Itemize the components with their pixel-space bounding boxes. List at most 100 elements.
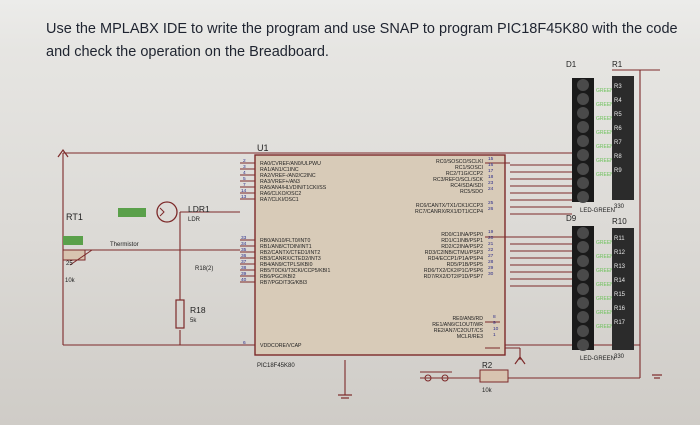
r1-ref: R1 bbox=[612, 60, 623, 69]
r2-value: 10k bbox=[482, 388, 493, 394]
mcu-pin: RB1/AN8/CTDIN/INT1 bbox=[260, 244, 312, 250]
led-tag: GREEN bbox=[596, 240, 614, 246]
led-array-bottom: D9 GREEN GREEN GREEN GREEN GREEN GREEN G… bbox=[566, 214, 634, 362]
mcu-pin-num: 23 bbox=[488, 180, 494, 186]
mcu-pin-num: 25 bbox=[488, 200, 494, 206]
r-label: R15 bbox=[614, 292, 626, 298]
mcu-pin: RD6/TX2/CK2/P1C/PSP6 bbox=[424, 268, 483, 274]
mcu-pin: RD2/C2INA/PSP2 bbox=[441, 244, 483, 250]
mcu-pin: RC6/CANTX/TX1/CK1/CCP3 bbox=[416, 203, 483, 209]
r10-ref: R10 bbox=[612, 217, 627, 226]
mcu-pin: RC4/SDA/SDI bbox=[450, 183, 483, 189]
mcu-pin-num: 16 bbox=[488, 162, 494, 168]
led-tag: GREEN bbox=[596, 88, 614, 94]
mcu-pin-num: 33 bbox=[241, 235, 247, 241]
r-label: R17 bbox=[614, 320, 626, 326]
r-label: R9 bbox=[614, 168, 622, 174]
mcu-pin: RA7/CLKI/OSC1 bbox=[260, 197, 299, 203]
mcu-pin-num: 27 bbox=[488, 253, 494, 259]
led-tag: GREEN bbox=[596, 130, 614, 136]
r-label: R11 bbox=[614, 236, 625, 242]
mcu-pin-num: 35 bbox=[241, 247, 247, 253]
r18-value: 5k bbox=[190, 318, 197, 324]
mcu-pin: RC0/SOSCO/SCLKI bbox=[436, 159, 483, 165]
mcu-pin-num: 28 bbox=[488, 259, 494, 265]
mcu-pin-num: 5 bbox=[243, 176, 246, 182]
led-tag: GREEN bbox=[596, 158, 614, 164]
r-label: R5 bbox=[614, 112, 622, 118]
r-label: R7 bbox=[614, 140, 622, 146]
mcu-pin-num: 26 bbox=[488, 206, 494, 212]
mcu-u1: U1 PIC18F45K80 RA0/CVREF/AN0/ULPWU RA1/A… bbox=[240, 143, 510, 369]
mcu-pin: RC3/REFO/SCL/SCK bbox=[433, 177, 483, 183]
rt1-value: 10k bbox=[65, 278, 76, 284]
mcu-pin: RA2/VREF-/AN2/C2INC bbox=[260, 173, 316, 179]
mcu-pin: RD3/C2INB/CTMU/PSP3 bbox=[425, 250, 483, 256]
mcu-pin: RB5/T0CKI/T3CKI/CCP5/KBI1 bbox=[260, 268, 330, 274]
mcu-pin-num: 2 bbox=[243, 158, 246, 164]
r-label: R6 bbox=[614, 126, 622, 132]
mcu-pin: RE0/AN5/RD bbox=[452, 316, 483, 322]
ldr1-ref: LDR1 bbox=[188, 204, 210, 214]
led-tag: GREEN bbox=[596, 254, 614, 260]
wires bbox=[62, 69, 660, 395]
led-tag: GREEN bbox=[596, 268, 614, 274]
mcu-pin-num: 24 bbox=[488, 186, 494, 192]
led-color: LED-GREEN bbox=[580, 208, 615, 214]
rt1-type: Thermistor bbox=[110, 242, 139, 248]
mcu-pin-num: 4 bbox=[243, 170, 246, 176]
mcu-pin: MCLR/RE3 bbox=[457, 334, 483, 340]
led-array-top: D1 GREEN GREEN GREEN GREEN GREEN GREEN G… bbox=[566, 60, 634, 214]
mcu-pin-num: 3 bbox=[243, 164, 246, 170]
mcu-pin-num: 17 bbox=[488, 168, 494, 174]
mcu-pin: RD7/RX2/DT2/P1D/PSP7 bbox=[424, 274, 484, 280]
mcu-pin-num: 18 bbox=[488, 174, 494, 180]
mcu-pin: RB6/PGC/KBI2 bbox=[260, 274, 296, 280]
led-tag: GREEN bbox=[596, 144, 614, 150]
mcu-pin: RB7/PGD/T3G/KBI3 bbox=[260, 280, 307, 286]
mcu-pin-num: 19 bbox=[488, 229, 494, 235]
mcu-pin-num: 38 bbox=[241, 265, 247, 271]
mcu-pin: RA1/AN1/C1INC bbox=[260, 167, 299, 173]
mcu-pin: RA0/CVREF/AN0/ULPWU bbox=[260, 161, 321, 167]
mcu-pin: RC1/SOSCI bbox=[455, 165, 483, 171]
r-label: R8 bbox=[614, 154, 622, 160]
res-value: 330 bbox=[614, 354, 625, 360]
question-text: Use the MPLABX IDE to write the program … bbox=[46, 21, 678, 60]
rt1-thermistor: RT1 25 10k Thermistor bbox=[62, 212, 139, 284]
mcu-pin-num: 7 bbox=[243, 182, 246, 188]
mcu-pin: RD4/ECCP1/P1A/PSP4 bbox=[428, 256, 483, 262]
mcu-pin-num: 22 bbox=[488, 247, 494, 253]
led-tag: GREEN bbox=[596, 172, 614, 178]
mcu-pin: RC2/T1G/CCP2 bbox=[446, 171, 483, 177]
led-tag: GREEN bbox=[596, 102, 614, 108]
mcu-pin: RC5/SDO bbox=[460, 189, 483, 195]
mcu-ref: U1 bbox=[257, 143, 269, 153]
mcu-part: PIC18F45K80 bbox=[257, 363, 295, 369]
led-tag: GREEN bbox=[596, 310, 614, 316]
mcu-pin: RB0/AN10/FLT0/INT0 bbox=[260, 238, 310, 244]
mcu-pin: RB2/CANTX/CTED1/INT2 bbox=[260, 250, 320, 256]
mcu-pin-num: 10 bbox=[493, 326, 499, 332]
mcu-pin: RD0/C1INA/PSP0 bbox=[441, 232, 483, 238]
r-label: R3 bbox=[614, 84, 622, 90]
mcu-pin-num: 29 bbox=[488, 265, 494, 271]
r-label: R12 bbox=[614, 250, 626, 256]
mcu-pin: RD5/P1B/PSP5 bbox=[447, 262, 483, 268]
mclr-circuit: R2 10k bbox=[420, 361, 509, 394]
rt1-ref: RT1 bbox=[66, 212, 83, 222]
mcu-pin-num: 1 bbox=[493, 332, 496, 338]
mcu-pin: RA5/AN4/HLVDIN/T1CKI/SS bbox=[260, 185, 327, 191]
mcu-pin-num: 20 bbox=[488, 235, 494, 241]
r18-ref: R18 bbox=[190, 305, 206, 315]
r18-resistor: R18 5k bbox=[175, 299, 206, 329]
r2-ref: R2 bbox=[482, 361, 493, 370]
mcu-pin: RA3/VREF+/AN3 bbox=[260, 179, 300, 185]
mcu-pin-num: 21 bbox=[488, 241, 494, 247]
mcu-pin-num: 8 bbox=[493, 314, 496, 320]
mcu-power-label: VDDCORE/VCAP bbox=[260, 343, 302, 349]
mcu-pin: RB4/AN9/CTPLS/KBI0 bbox=[260, 262, 313, 268]
ldr1-type: LDR bbox=[188, 217, 201, 223]
mcu-pin-num: 34 bbox=[241, 241, 247, 247]
